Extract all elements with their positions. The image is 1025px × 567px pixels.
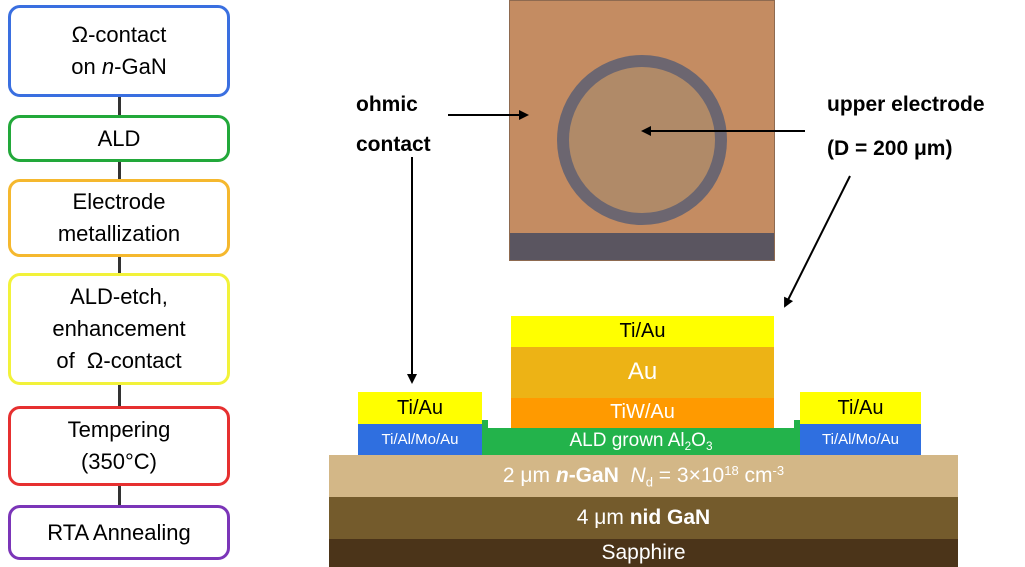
flow-step-tempering-line1: Tempering xyxy=(67,417,171,443)
flow-step-rta-label: RTA Annealing xyxy=(47,519,191,545)
center-ti-au-label: Ti/Au xyxy=(619,320,666,342)
right-contact-ti-au: Ti/Au xyxy=(800,392,921,424)
label-ohmic-line1: ohmic xyxy=(356,93,418,116)
label-ohmic-contact: ohmic contact xyxy=(356,92,466,159)
right-contact-top-label: Ti/Au xyxy=(837,396,884,419)
left-contact-top-label: Ti/Au xyxy=(397,396,443,419)
layer-nid-gan: 4 μm nid GaN xyxy=(329,496,958,539)
flow-step-etch-line1: ALD-etch, xyxy=(70,284,168,310)
flow-step-ohmic-line2: on n-GaN xyxy=(71,54,167,79)
ald-lip-left xyxy=(478,420,488,430)
flow-step-etch-line2: enhancement xyxy=(52,316,186,342)
right-contact-bottom-label: Ti/Al/Mo/Au xyxy=(822,431,899,448)
right-contact-ti-al-mo-au: Ti/Al/Mo/Au xyxy=(800,424,921,455)
label-upper-line2: (D = 200 μm) xyxy=(827,137,953,161)
flow-step-electrode-line1: Electrode xyxy=(72,189,166,215)
layer-ald-al2o3: ALD grown Al2O3 xyxy=(482,428,800,455)
left-contact-bottom-label: Ti/Al/Mo/Au xyxy=(381,431,459,448)
flow-step-tempering: Tempering (350°C) xyxy=(8,406,230,486)
label-ohmic-line2: contact xyxy=(356,133,431,157)
layer-n-gan: 2 μm n-GaN Nd = 3×1018 cm-3 xyxy=(329,455,958,497)
flow-step-tempering-line2: (350°C) xyxy=(80,449,158,474)
center-au-label: Au xyxy=(627,358,658,385)
micrograph-bottom-strip xyxy=(510,233,774,260)
arrow-upper-to-center-stack xyxy=(784,175,851,308)
layer-sapphire: Sapphire xyxy=(329,538,958,567)
center-au: Au xyxy=(511,346,774,398)
center-tiw-au: TiW/Au xyxy=(511,397,774,428)
center-tiw-label: TiW/Au xyxy=(610,401,675,423)
label-upper-electrode: upper electrode (D = 200 μm) xyxy=(827,92,1025,163)
label-upper-line1: upper electrode xyxy=(827,93,985,116)
center-ti-au: Ti/Au xyxy=(511,316,774,347)
left-contact-ti-au: Ti/Au xyxy=(358,392,482,424)
layer-sapphire-label: Sapphire xyxy=(601,540,686,564)
layer-ald-label: ALD grown Al2O3 xyxy=(569,429,713,454)
ald-lip-right xyxy=(794,420,804,430)
layer-n-gan-label: 2 μm n-GaN Nd = 3×1018 cm-3 xyxy=(502,462,785,490)
flow-step-ohmic-contact: Ω-contact on n-GaN xyxy=(8,5,230,97)
micrograph-upper-electrode xyxy=(569,67,715,213)
flow-step-ald-label: ALD xyxy=(97,125,141,151)
left-contact-ti-al-mo-au: Ti/Al/Mo/Au xyxy=(358,424,482,455)
layer-nid-gan-label: 4 μm nid GaN xyxy=(576,505,711,529)
flow-step-rta-annealing: RTA Annealing xyxy=(8,505,230,560)
flow-step-ohmic-line1: Ω-contact xyxy=(71,22,167,48)
flow-step-electrode-metallization: Electrode metallization xyxy=(8,179,230,257)
flow-step-etch-line3: of Ω-contact xyxy=(56,347,182,373)
flow-step-ald: ALD xyxy=(8,115,230,162)
flow-step-electrode-line2: metallization xyxy=(57,221,181,246)
flow-step-ald-etch: ALD-etch, enhancement of Ω-contact xyxy=(8,273,230,385)
